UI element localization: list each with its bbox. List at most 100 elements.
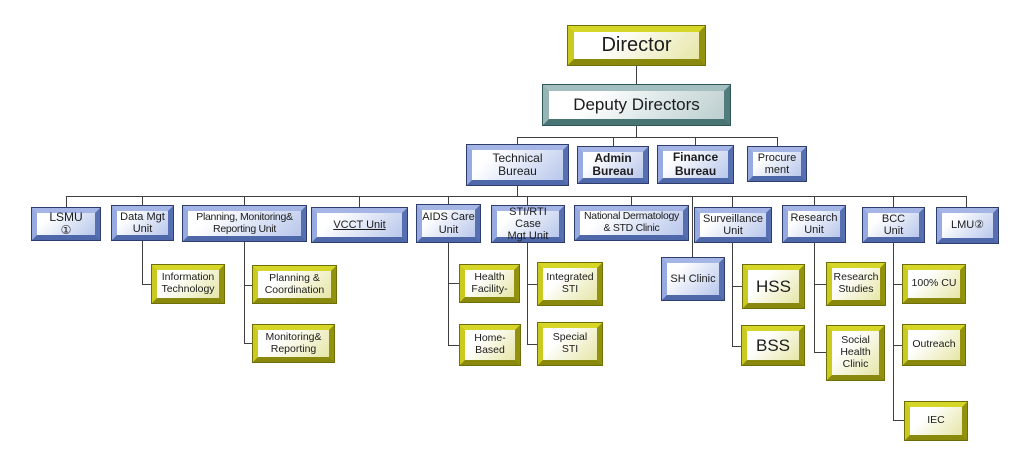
node-label: Procure ment [757,151,797,176]
node-iec: IEC [905,402,967,440]
node-information-technology: Information Technology [152,265,224,303]
node-special-sti: Special STI [538,323,602,365]
connector-line [66,196,967,197]
node-monitoring-reporting: Monitoring& Reporting [253,325,334,362]
node-label: Special STI [552,331,588,355]
connector-line [448,283,460,284]
node-label: Technical Bureau [492,150,543,178]
node-label: Social Health Clinic [840,334,871,370]
node-technical-bureau: Technical Bureau [467,145,568,185]
node-label: Planning & Coordination [264,271,325,296]
node-bcc-unit: BCC Unit [863,208,924,242]
node-label: Finance Bureau [672,150,719,178]
connector-line [695,137,696,146]
connector-line [448,242,449,345]
connector-line [517,185,518,196]
node-label: Admin Bureau [592,150,634,178]
node-lmu: LMU② [937,208,998,243]
node-surveillance-unit: Surveillance Unit [695,208,771,242]
node-label: VCCT Unit [333,218,386,231]
connector-line [142,284,152,285]
node-planning-coordination: Planning & Coordination [253,266,336,303]
connector-line [893,284,903,285]
connector-line [244,285,253,286]
node-label: Surveillance Unit [703,212,763,237]
node-label: Home- Based [474,332,506,356]
connector-line [732,346,742,347]
connector-line [527,196,528,206]
node-lsmu: LSMU ① [32,208,100,240]
node-social-health-clinic: Social Health Clinic [827,326,884,380]
node-label: Planning, Monitoring& Reporting Unit [196,210,293,235]
node-sh-clinic: SH Clinic [662,258,724,300]
connector-line [966,196,967,208]
connector-line [66,196,67,208]
node-health-facility: Health Facility- [460,265,519,302]
node-label: Information Technology [161,271,215,295]
connector-line [893,345,903,346]
node-label: Monitoring& Reporting [265,330,322,355]
connector-line [613,137,614,147]
connector-line [777,137,778,147]
node-deputy-directors: Deputy Directors [543,85,730,125]
connector-line [142,240,143,284]
node-data-mgt-unit: Data Mgt Unit [112,206,173,240]
connector-line [814,352,827,353]
connector-line [359,196,360,208]
node-label: AIDS Care Unit [422,211,475,236]
node-label: 100% CU [911,277,957,290]
node-label: Health Facility- [471,270,508,295]
node-label: Outreach [912,338,956,351]
connector-line [893,420,905,421]
connector-line [527,344,538,345]
connector-line [893,196,894,208]
node-research-studies: Research Studies [827,263,885,305]
node-integrated-sti: Integrated STI [538,263,602,305]
connector-line [448,196,449,205]
node-label: SH Clinic [670,272,716,285]
node-hss: HSS [743,265,804,308]
node-100-cu: 100% CU [903,265,965,303]
connector-line [893,242,894,420]
node-label: Research Studies [833,271,879,295]
node-sti-rti-case-mgt-unit: STI/RTI Case Mgt Unit [492,206,564,242]
connector-line [517,137,778,138]
node-research-unit: Research Unit [783,206,845,242]
connector-line [244,241,245,343]
node-label: Integrated STI [546,271,594,295]
node-national-dermatology-std-clinic: National Dermatology & STD Clinic [575,206,688,240]
node-outreach: Outreach [903,325,965,365]
node-procurement: Procure ment [748,147,806,181]
node-label: STI/RTI Case Mgt Unit [507,205,549,243]
connector-line [527,284,538,285]
connector-line [636,65,637,85]
connector-line [636,125,637,137]
connector-line [448,345,460,346]
connector-line [732,196,733,208]
connector-line [814,284,827,285]
connector-line [517,137,518,145]
node-planning-monitoring-reporting-unit: Planning, Monitoring& Reporting Unit [183,206,306,241]
node-label: Director [601,34,672,57]
node-home-based: Home- Based [460,325,520,365]
connector-line [732,242,733,346]
connector-line [814,196,815,206]
node-label: Deputy Directors [573,95,700,115]
node-label: BCC Unit [881,212,906,237]
connector-line [244,343,253,344]
connector-line [631,196,632,206]
node-aids-care-unit: AIDS Care Unit [417,205,480,242]
node-label: LMU② [950,219,985,232]
connector-line [692,196,693,258]
node-label: Data Mgt Unit [120,210,165,235]
node-label: HSS [756,276,791,296]
connector-line [732,286,743,287]
node-label: National Dermatology & STD Clinic [584,210,679,234]
node-label: IEC [927,414,945,427]
connector-line [244,196,245,206]
node-finance-bureau: Finance Bureau [658,146,733,183]
connector-line [814,242,815,352]
node-admin-bureau: Admin Bureau [578,147,648,183]
connector-line [527,242,528,344]
